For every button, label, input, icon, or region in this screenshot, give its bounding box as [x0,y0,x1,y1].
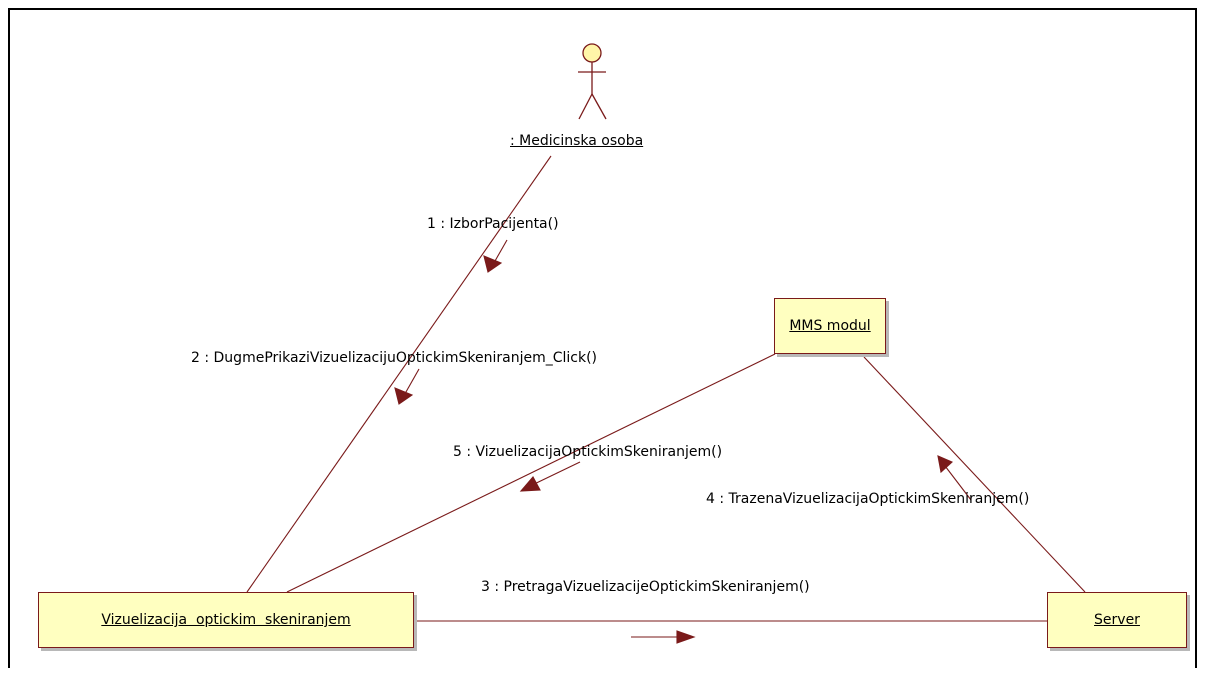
actor-head [582,43,602,63]
msg-3-arrowhead [676,630,696,644]
msg-4-arrowhead [937,455,954,474]
object-server-label: Server [1094,612,1140,628]
message-4-label: 4 : TrazenaVizuelizacijaOptickimSkeniran… [706,491,1030,507]
message-1-label: 1 : IzborPacijenta() [427,216,559,232]
diagram-frame [8,8,1197,668]
object-vizuelizacija: Vizuelizacija optickim skeniranjem [38,592,414,648]
actor-figure [578,43,607,120]
link-mms-server [863,356,1086,593]
msg-1-arrowhead [483,255,503,273]
msg-5-arrowhead [519,476,541,492]
msg-4-arrow-line [941,461,972,501]
object-mms-modul: MMS modul [774,298,886,354]
message-3-label: 3 : PretragaVizuelizacijeOptickimSkenira… [481,579,810,595]
object-vizuelizacija-label: Vizuelizacija optickim skeniranjem [101,612,351,628]
msg-2-arrowhead [394,387,414,405]
object-server: Server [1047,592,1187,648]
message-2-label: 2 : DugmePrikaziVizuelizacijuOptickimSke… [191,350,598,366]
object-mms-modul-label: MMS modul [789,318,871,334]
link-mms-viz [286,353,776,593]
actor-label: : Medicinska osoba [510,133,644,149]
message-5-label: 5 : VizuelizacijaOptickimSkeniranjem() [453,444,723,460]
link-actor-viz [246,155,552,593]
